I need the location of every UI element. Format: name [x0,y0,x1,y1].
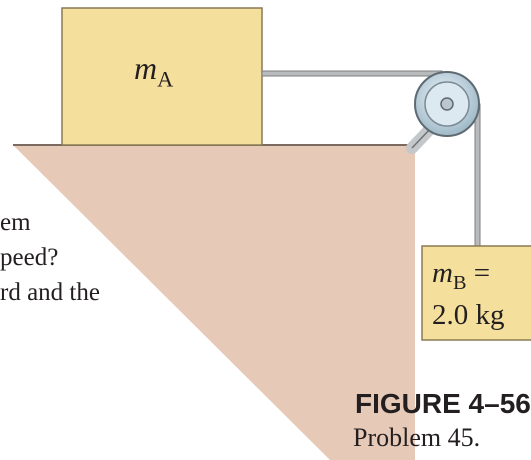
block-a [61,7,263,146]
mass-subscript-b: B [452,271,467,294]
side-text-line-1: em [0,209,31,236]
figure-caption: Problem 45. [353,423,481,452]
side-text-line-3: rd and the [0,279,100,306]
block-a-label: mA [134,50,173,92]
side-text-line-2: peed? [0,244,59,271]
rope-horizontal [261,70,443,77]
block-b [421,245,531,341]
mass-value-b: 2.0 kg [432,298,505,331]
mass-symbol-a: m [134,50,158,86]
figure-title: FIGURE 4–56 [355,388,531,419]
rope-vertical [474,103,481,247]
mass-equals-b: = [466,257,491,289]
pulley-axle [440,97,454,111]
block-b-label: mB = 2.0 kg [432,257,505,331]
table-surface [13,145,415,460]
mass-subscript-a: A [157,66,174,92]
mass-symbol-b: m [432,257,453,289]
